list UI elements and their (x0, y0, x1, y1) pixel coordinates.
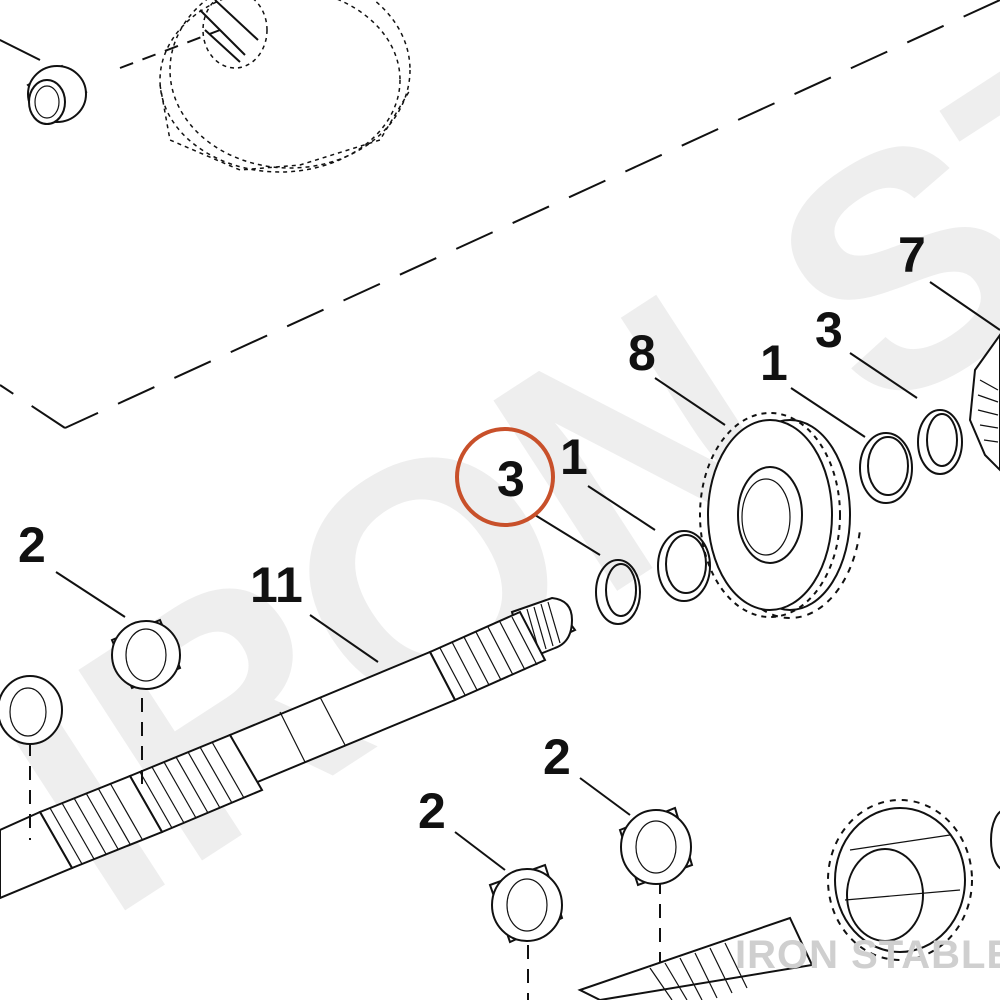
needle-bearing-2-top (110, 618, 182, 690)
label-1-left: 1 (560, 429, 588, 485)
label-7: 7 (898, 227, 926, 283)
label-8: 8 (628, 325, 656, 381)
snap-ring-3-right (917, 409, 963, 475)
label-3-highlighted: 3 (497, 451, 525, 507)
brand-watermark: IRON STABLE (735, 933, 1000, 977)
gear-partial-right-edge (990, 810, 1000, 870)
part-labels: 3 1 8 1 3 7 2 11 2 2 (18, 227, 926, 839)
snap-ring-3 (595, 559, 641, 625)
needle-bearing-2-left (0, 675, 63, 745)
thrust-washer-1-right (859, 432, 913, 504)
needle-bearing-top-left (0, 39, 88, 125)
needle-bearing-2-bottom-right (618, 806, 694, 887)
label-11: 11 (250, 557, 303, 613)
mainshaft-11 (0, 596, 577, 900)
countershaft-gear (827, 799, 973, 961)
needle-bearing-2-bottom-left (488, 863, 564, 944)
clutch-gear-ghost (159, 0, 411, 173)
highlight-circle (455, 427, 555, 527)
label-3-right: 3 (815, 302, 843, 358)
label-2-top-left: 2 (18, 517, 46, 573)
label-2-bottom-left: 2 (418, 783, 446, 839)
countershaft (577, 916, 814, 1000)
label-2-bottom-right: 2 (543, 729, 571, 785)
thrust-washer-1 (657, 530, 711, 602)
assembly-outline (0, 0, 1000, 429)
gear-8 (699, 412, 861, 619)
label-1-right: 1 (760, 335, 788, 391)
gear-7 (968, 333, 1000, 472)
